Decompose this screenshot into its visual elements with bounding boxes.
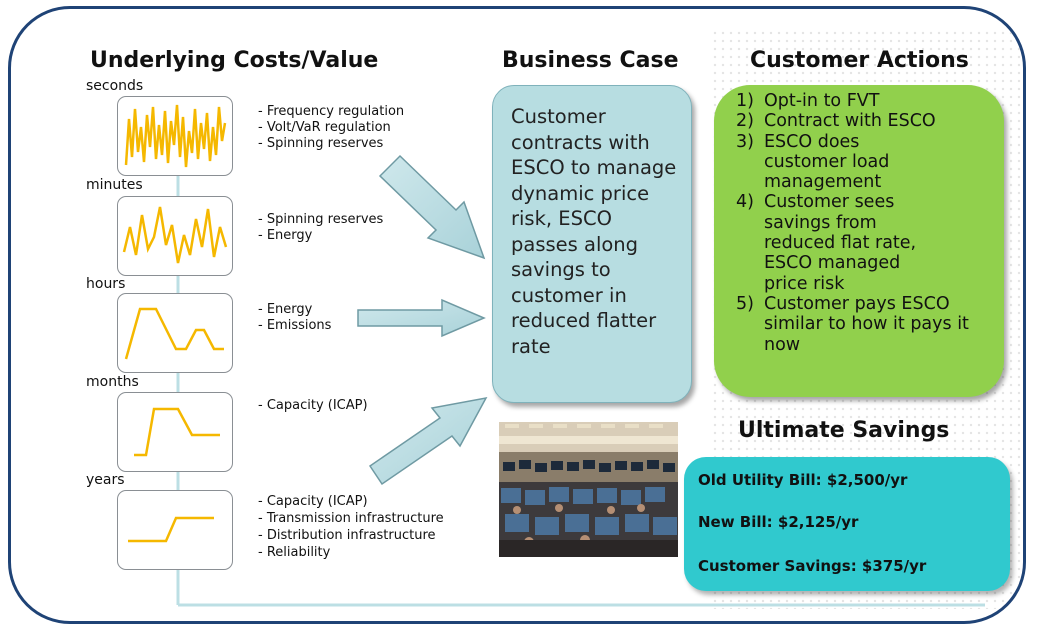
ultimate-savings-header: Ultimate Savings: [738, 418, 950, 443]
action-text: Customer sees savings from reduced flat …: [764, 192, 917, 294]
minutes-item-2: - Energy: [258, 228, 313, 243]
action-text: Opt-in to FVT: [764, 91, 880, 111]
years-signal-line: [128, 516, 214, 543]
hours-signal-line: [124, 307, 224, 360]
years-item-2: - Transmission infrastructure: [258, 511, 444, 526]
business-case-text: Customer contracts with ESCO to manage d…: [511, 105, 677, 358]
action-number: 4): [736, 192, 754, 213]
trading-floor-photo: [499, 422, 678, 557]
months-item-1: - Capacity (ICAP): [258, 398, 368, 413]
action-item: 1) Opt-in to FVT: [736, 91, 998, 111]
action-text: Contract with ESCO: [764, 111, 936, 132]
new-bill: New Bill: $2,125/yr: [698, 513, 859, 531]
action-number: 1): [736, 91, 754, 111]
business-case-header: Business Case: [502, 48, 679, 73]
action-text: ESCO does customer load management: [764, 131, 890, 193]
customer-savings: Customer Savings: $375/yr: [698, 557, 927, 575]
arrow-years-to-business: [368, 396, 488, 486]
action-item: 4) Customer sees savings from reduced fla…: [736, 192, 998, 293]
old-utility-bill: Old Utility Bill: $2,500/yr: [698, 471, 908, 489]
timescale-label-years: years: [86, 472, 125, 488]
seconds-item-3: - Spinning reserves: [258, 136, 384, 151]
seconds-signal-chart: [117, 96, 233, 176]
timescale-label-hours: hours: [86, 276, 126, 292]
action-number: 5): [736, 293, 754, 314]
action-number: 2): [736, 111, 754, 132]
customer-actions-box: 1) Opt-in to FVT 2) Contract with ESCO 3) E…: [714, 85, 1004, 397]
action-number: 3): [736, 131, 754, 152]
ultimate-savings-box: Old Utility Bill: $2,500/yr New Bill: $2…: [684, 457, 1010, 591]
years-item-1: - Capacity (ICAP): [258, 494, 368, 509]
months-signal-line: [134, 407, 220, 457]
hours-signal-chart: [117, 293, 233, 373]
action-item: 5) Customer pays ESCO similar to how it p…: [736, 294, 998, 355]
months-signal-chart: [117, 392, 233, 472]
business-case-box: Customer contracts with ESCO to manage d…: [492, 85, 692, 403]
timescale-label-minutes: minutes: [86, 177, 143, 193]
underlying-costs-header: Underlying Costs/Value: [90, 48, 379, 73]
timescale-label-months: months: [86, 374, 139, 390]
years-signal-chart: [117, 490, 233, 570]
action-item: 3) ESCO does customer load management: [736, 132, 998, 193]
minutes-signal-line: [122, 206, 228, 264]
seconds-item-2: - Volt/VaR regulation: [258, 120, 391, 135]
timescale-label-seconds: seconds: [86, 78, 144, 94]
action-item: 2) Contract with ESCO: [736, 111, 998, 131]
arrow-hours-to-business: [357, 298, 486, 338]
years-item-4: - Reliability: [258, 545, 331, 560]
minutes-signal-chart: [117, 196, 233, 276]
action-text: Customer pays ESCO similar to how it pay…: [764, 293, 969, 355]
hours-item-1: - Energy: [258, 302, 313, 317]
minutes-item-1: - Spinning reserves: [258, 212, 384, 227]
customer-actions-list: 1) Opt-in to FVT 2) Contract with ESCO 3) E…: [736, 91, 998, 355]
years-item-3: - Distribution infrastructure: [258, 528, 436, 543]
customer-actions-header: Customer Actions: [750, 48, 969, 73]
seconds-item-1: - Frequency regulation: [258, 104, 405, 119]
arrow-seconds-to-business: [378, 154, 486, 260]
seconds-signal-line: [124, 104, 227, 168]
hours-item-2: - Emissions: [258, 318, 332, 333]
